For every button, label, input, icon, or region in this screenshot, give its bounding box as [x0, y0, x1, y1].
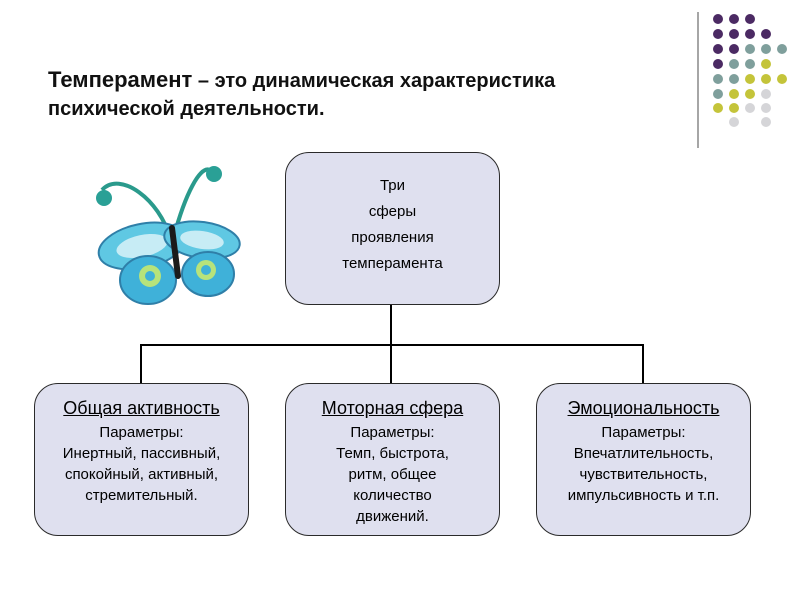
- node-params-label: Параметры:: [99, 424, 184, 441]
- node-params-text: Инертный, пассивный, спокойный, активный…: [62, 445, 221, 504]
- root-line-2: сферы: [368, 203, 417, 220]
- root-line-3: проявления: [351, 229, 434, 246]
- dot-row-8: [729, 117, 771, 127]
- node-title: Моторная сфера: [321, 398, 464, 418]
- node-title: Эмоциональность: [567, 398, 720, 418]
- dot-row-4: [713, 59, 771, 69]
- dot-row-7: [713, 103, 771, 113]
- node-general-activity: Общая активность Параметры: Инертный, па…: [34, 383, 249, 536]
- butterfly-icon: [96, 166, 241, 305]
- connector-vertical-middle: [390, 344, 392, 383]
- page-title: Темперамент – это динамическая характери…: [48, 66, 668, 123]
- dot-row-3: [713, 44, 787, 54]
- node-params-label: Параметры:: [601, 424, 686, 441]
- node-params-label: Параметры:: [350, 424, 435, 441]
- root-line-1: Три: [379, 177, 406, 194]
- title-term: Темперамент: [48, 67, 193, 92]
- node-params-text: Впечатлительность, чувствительность, имп…: [567, 445, 720, 504]
- root-line-4: темперамента: [342, 255, 443, 272]
- connector-horizontal: [140, 344, 644, 346]
- dot-row-6: [713, 89, 771, 99]
- title-definition-start: – это динамическая характеристика: [192, 70, 556, 92]
- node-title: Общая активность: [63, 398, 220, 418]
- decorative-divider: [697, 12, 699, 148]
- node-params-text: Темп, быстрота, ритм, общее количество д…: [336, 445, 449, 525]
- node-motor-sphere: Моторная сфера Параметры: Темп, быстрота…: [285, 383, 500, 536]
- dot-row-2: [713, 29, 771, 39]
- node-emotionality: Эмоциональность Параметры: Впечатлительн…: [536, 383, 751, 536]
- dot-row-1: [713, 14, 755, 24]
- decorative-dot-grid: [713, 14, 787, 127]
- title-definition-end: психической деятельности.: [48, 98, 325, 120]
- connector-vertical-right: [642, 344, 644, 383]
- root-node: Три сферы проявления темперамента: [285, 152, 500, 305]
- dot-row-5: [713, 74, 787, 84]
- connector-vertical-root: [390, 305, 392, 345]
- connector-vertical-left: [140, 344, 142, 383]
